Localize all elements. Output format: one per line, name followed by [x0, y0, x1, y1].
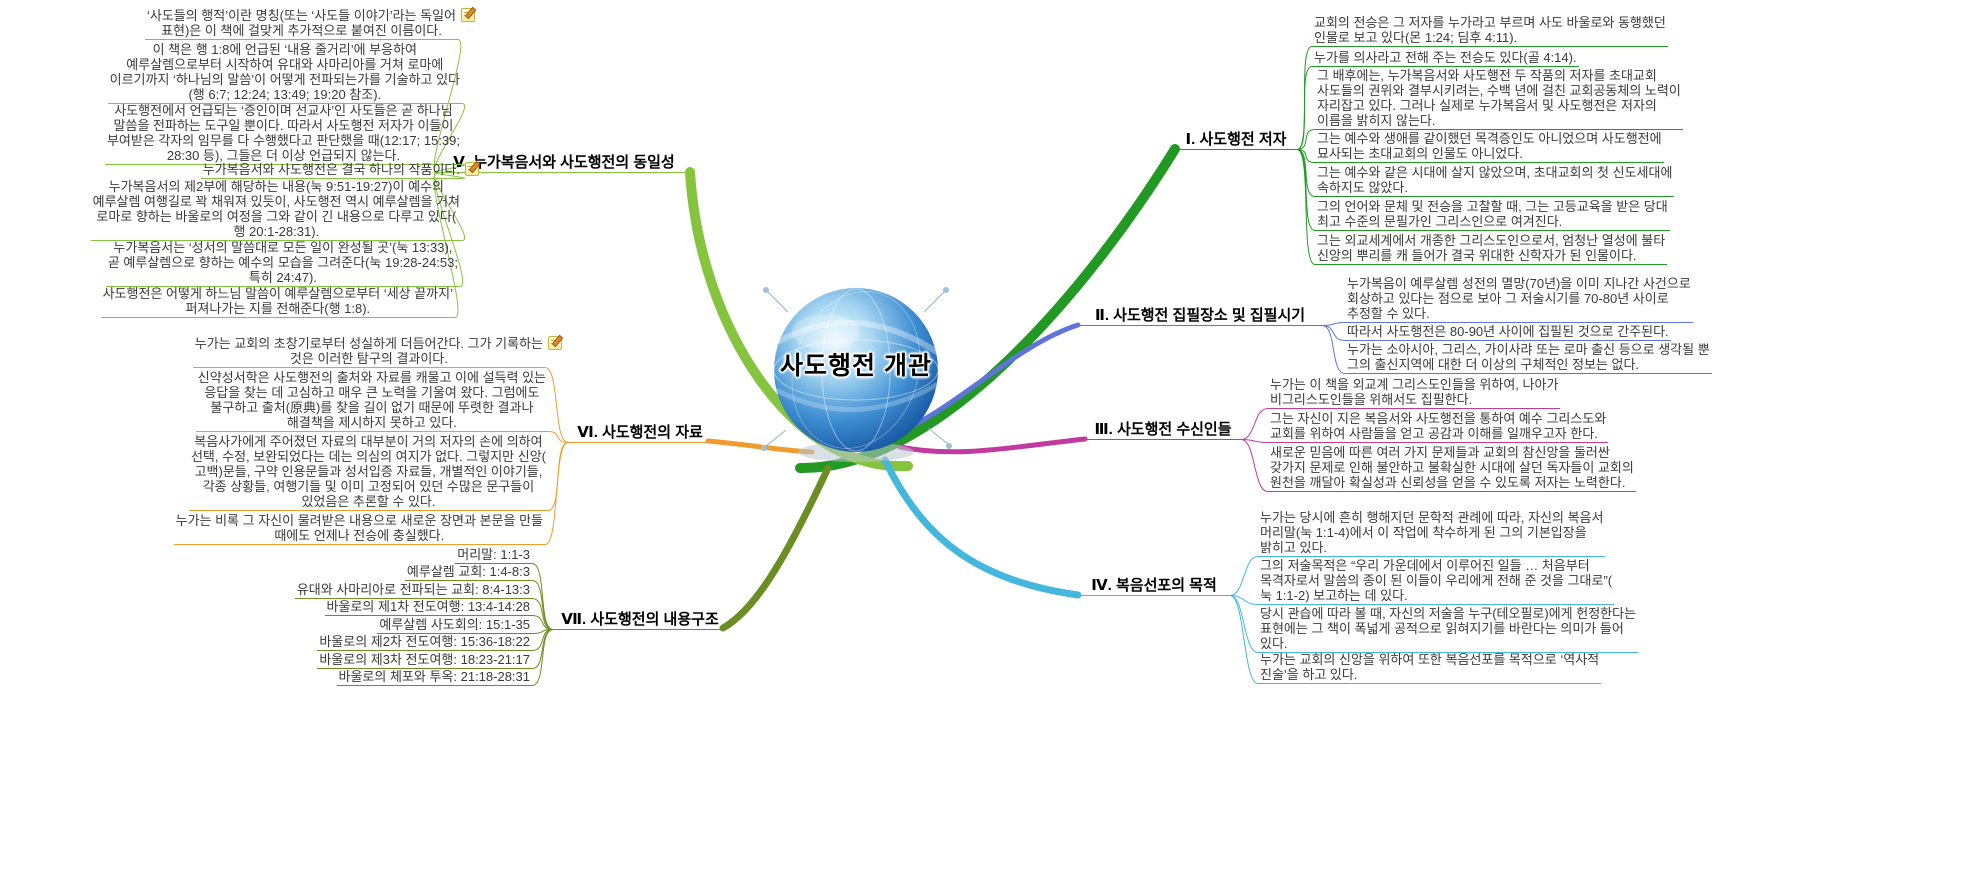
note-icon: [461, 8, 475, 22]
node-v-6[interactable]: 누가복음서는 ‘성서의 말씀대로 모든 일이 완성될 곳’(눅 13:33), …: [105, 240, 460, 287]
branch-curve-iv: [881, 456, 1082, 599]
globe-icon: [761, 287, 952, 462]
node-vi-3[interactable]: 복음사가에게 주어졌던 자료의 대부분이 거의 저자의 손에 의하여 선택, 수…: [188, 434, 548, 511]
node-i-5[interactable]: 그는 예수와 같은 시대에 살지 않았으며, 초대교회의 첫 신도세대에 속하지…: [1315, 165, 1675, 197]
node-vii-6[interactable]: 바울로의 제2차 전도여행: 15:36-18:22: [317, 634, 532, 651]
node-ii-3[interactable]: 누가는 소아시아, 그리스, 가이사랴 또는 로마 출신 등으로 생각될 뿐 그…: [1345, 342, 1712, 374]
node-iii-3[interactable]: 새로운 믿음에 따른 여러 가지 문제들과 교회의 참신앙을 둘러싼 갖가지 문…: [1268, 445, 1636, 492]
node-v-5[interactable]: 누가복음서의 제2부에 해당하는 내용(눅 9:51-19:27)이 예수의 예…: [90, 179, 462, 241]
node-i-6[interactable]: 그의 언어와 문체 및 전승을 고찰할 때, 그는 고등교육을 받은 당대 최고…: [1315, 199, 1670, 231]
node-vii-8[interactable]: 바울로의 체포와 투옥: 21:18-28:31: [336, 669, 532, 686]
node-vi-1[interactable]: 누가는 교회의 초창기로부터 성실하게 더듬어간다. 그가 기록하는 것은 이러…: [192, 336, 562, 368]
branch-label-vii[interactable]: Ⅶ. 사도행전의 내용구조: [553, 611, 727, 630]
node-i-2[interactable]: 누가를 의사라고 전해 주는 전승도 있다(골 4:14).: [1312, 50, 1579, 67]
node-iv-1[interactable]: 누가는 당시에 흔히 행해지던 문학적 관례에 따라, 자신의 복음서 머리말(…: [1258, 510, 1606, 557]
node-iii-2[interactable]: 그는 자신이 지은 복음서와 사도행전을 통하여 예수 그리스도와 교회를 위하…: [1268, 411, 1609, 443]
root-node[interactable]: [756, 280, 956, 470]
node-vi-2[interactable]: 신약성서학은 사도행전의 출처와 자료를 캐물고 이에 설득력 있는 응답을 찾…: [195, 370, 548, 432]
node-vi-4[interactable]: 누가는 비록 그 자신이 물려받은 내용으로 새로운 장면과 본문을 만들 때에…: [173, 513, 545, 545]
node-iii-1[interactable]: 누가는 이 책을 외교계 그리스도인들을 위하여, 나아가 비그리스도인들을 위…: [1268, 377, 1561, 409]
note-icon: [465, 162, 479, 176]
branch-curve-vii: [719, 464, 832, 632]
node-i-4[interactable]: 그는 예수와 생애를 같이했던 목격증인도 아니었으며 사도행전에 묘사되는 초…: [1315, 131, 1664, 163]
branch-curve-iii: [897, 436, 1088, 455]
node-ii-2[interactable]: 따라서 사도행전은 80-90년 사이에 집필된 것으로 간주된다.: [1345, 324, 1671, 341]
node-ii-1[interactable]: 누가복음이 예루살렘 성전의 멸망(70년)을 이미 지나간 사건으로 회상하고…: [1345, 276, 1693, 323]
branch-label-i[interactable]: Ⅰ. 사도행전 저자: [1175, 131, 1297, 150]
node-v-4[interactable]: 누가복음서와 사도행전은 결국 하나의 작품이다.: [200, 162, 479, 179]
node-iv-4[interactable]: 누가는 교회의 신앙을 위하여 또한 복음선포를 목적으로 ‘역사적 진술’을 …: [1258, 652, 1602, 684]
note-icon: [548, 336, 562, 350]
node-i-1[interactable]: 교회의 전승은 그 저자를 누가라고 부르며 사도 바울로와 동행했던 인물로 …: [1312, 15, 1668, 47]
node-vii-7[interactable]: 바울로의 제3차 전도여행: 18:23-21:17: [317, 652, 532, 669]
node-v-2[interactable]: 이 책은 행 1:8에 언급된 ‘내용 줄거리’에 부응하여 예루살렘으로부터 …: [107, 42, 462, 104]
node-i-7[interactable]: 그는 외교세계에서 개종한 그리스도인으로서, 엄청난 열성에 불타 신앙의 뿌…: [1315, 233, 1668, 265]
node-vii-1[interactable]: 머리말: 1:1-3: [455, 547, 532, 564]
node-vii-4[interactable]: 바울로의 제1차 전도여행: 13:4-14:28: [324, 599, 532, 616]
node-vii-3[interactable]: 유대와 사마리아로 전파되는 교회: 8:4-13:3: [294, 582, 532, 599]
branch-label-vi[interactable]: Ⅵ. 사도행전의 자료: [568, 424, 712, 443]
branch-label-ii[interactable]: Ⅱ. 사도행전 집필장소 및 집필시기: [1078, 307, 1322, 326]
page-title: 사도행전 개관: [780, 352, 932, 380]
node-vii-2[interactable]: 예루살렘 교회: 1:4-8:3: [404, 564, 532, 581]
branch-label-iii[interactable]: Ⅲ. 사도행전 수신인들: [1085, 421, 1241, 440]
node-vii-5[interactable]: 예루살렘 사도회의: 15:1-35: [377, 617, 532, 634]
node-v-7[interactable]: 사도행전은 어떻게 하느님 말씀이 예루살렘으로부터 ‘세상 끝까지’ 퍼져나가…: [100, 286, 455, 318]
node-iv-3[interactable]: 당시 관습에 따라 볼 때, 자신의 저술을 누구(테오필로)에게 헌정한다는 …: [1258, 606, 1639, 653]
node-v-1[interactable]: ‘사도들의 행적’이란 명칭(또는 ‘사도들 이야기’라는 독일어 표현)은 이…: [144, 8, 475, 40]
node-iv-2[interactable]: 그의 저술목적은 “우리 가운데에서 이루어진 일들 … 처음부터 목격자로서 …: [1258, 558, 1615, 605]
branch-label-iv[interactable]: Ⅳ. 복음선포의 목적: [1078, 577, 1230, 596]
node-i-3[interactable]: 그 배후에는, 누가복음서와 사도행전 두 작품의 저자를 초대교회 사도들의 …: [1315, 68, 1683, 130]
branch-label-v[interactable]: Ⅴ. 누가복음서와 사도행전의 동일성: [437, 154, 691, 173]
node-v-3[interactable]: 사도행전에서 언급되는 ‘증인이며 선교사’인 사도들은 곧 하나님 말씀을 전…: [104, 103, 462, 165]
